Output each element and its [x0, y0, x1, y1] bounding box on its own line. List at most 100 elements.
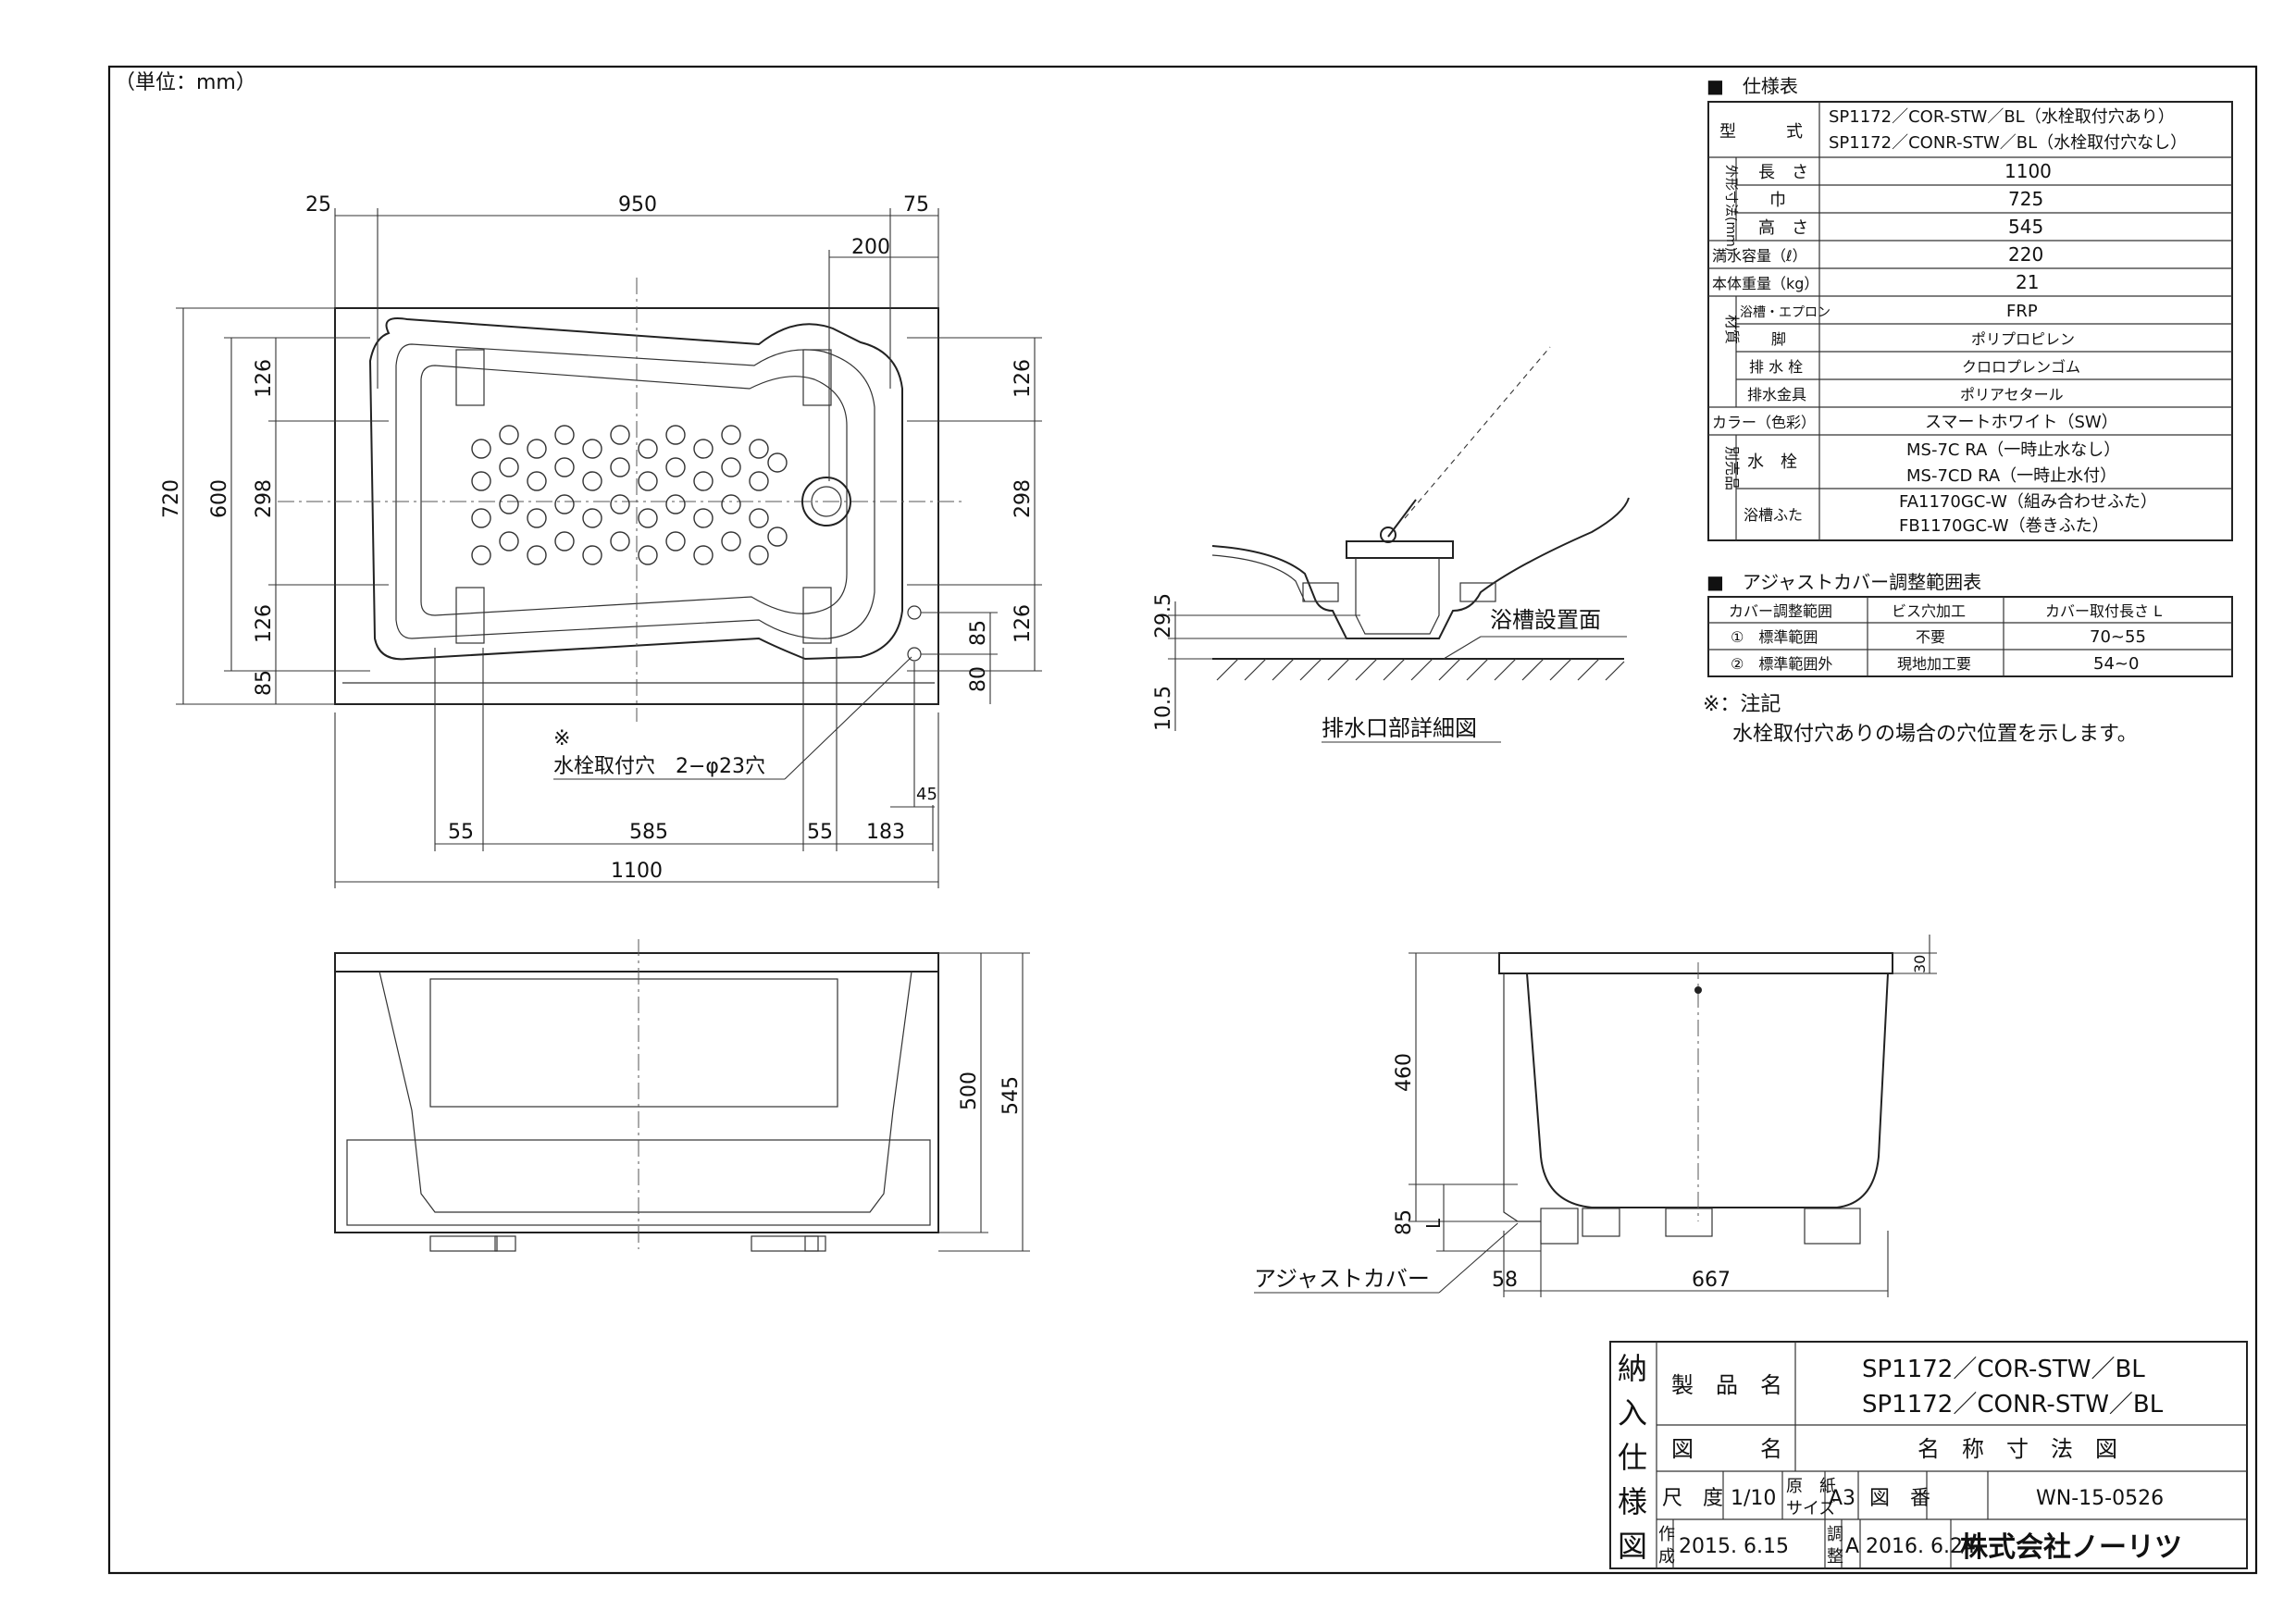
dim-left-600: 600	[208, 479, 231, 518]
adjust-table: ■ アジャストカバー調整範囲表 カバー調整範囲 ビス穴加工 カバー取付長さ L …	[1703, 571, 2233, 746]
adjust-cover-label: アジャストカバー	[1254, 1266, 1430, 1292]
tb-vertical-1: 納	[1618, 1351, 1647, 1386]
spec-mat-tub-value: FRP	[2006, 302, 2038, 321]
dim-left-720: 720	[160, 479, 183, 518]
spec-mat-plug-value: クロロプレンゴム	[1962, 358, 2080, 376]
tb-adj-value: 2016. 6.24	[1866, 1535, 1976, 1558]
tb-vertical-5: 図	[1618, 1529, 1647, 1564]
hole-label: 水栓取付穴 2−φ23穴	[553, 755, 765, 778]
tb-drawing-label: 図 名	[1671, 1436, 1782, 1462]
note-title: ※：注記	[1703, 693, 1781, 716]
spec-outer-label: 外形寸法(mm)	[1723, 165, 1738, 252]
tb-product-2: SP1172／CONR-STW／BL	[1862, 1391, 2164, 1419]
spec-faucet-2: MS-7CD RA（一時止水付）	[1906, 466, 2116, 486]
dim-right-80: 80	[967, 666, 990, 692]
spec-model-2: SP1172／CONR-STW／BL（水栓取付穴なし）	[1829, 133, 2187, 153]
tb-scale-label: 尺 度	[1662, 1487, 1723, 1510]
dim-bottom-55a: 55	[448, 821, 474, 844]
spec-model-label: 型 式	[1719, 122, 1803, 142]
detail-dim-29-5: 29.5	[1152, 593, 1175, 638]
tb-adj-label-1: 調	[1827, 1525, 1843, 1544]
adjust-row2-length: 54~0	[2093, 654, 2139, 674]
side-dim-58: 58	[1492, 1269, 1518, 1292]
adjust-row2-screw: 現地加工要	[1897, 655, 1971, 673]
dim-top-950: 950	[618, 193, 657, 217]
spec-capacity-label: 満水容量（ℓ）	[1712, 247, 1807, 265]
spec-color-value: スマートホワイト（SW）	[1925, 413, 2118, 432]
detail-dim-10-5: 10.5	[1152, 686, 1175, 731]
dim-top-75: 75	[903, 193, 929, 217]
spec-mat-drain-label: 排水金具	[1747, 386, 1806, 403]
spec-faucet-1: MS-7C RA（一時止水なし）	[1906, 440, 2120, 460]
plan-view: 25 950 75 200 720 600 126 298 126 85 126…	[160, 193, 1042, 888]
spec-mat-plug-label: 排 水 栓	[1749, 358, 1803, 376]
spec-table: ■ 仕様表 型 式 SP1172／COR-STW／BL（水栓取付穴あり） SP1…	[1706, 75, 2233, 541]
sheet-frame	[107, 65, 2258, 1575]
tb-made-value: 2015. 6.15	[1679, 1535, 1789, 1558]
dim-overall-1100: 1100	[611, 860, 663, 883]
dim-left-298: 298	[253, 479, 276, 518]
detail-title: 排水口部詳細図	[1322, 715, 1477, 741]
spec-color-label: カラー（色彩）	[1712, 414, 1816, 431]
spec-height-value: 545	[2008, 216, 2043, 238]
adjust-row1-length: 70~55	[2090, 627, 2146, 647]
tb-drawing-value: 名 称 寸 法 図	[1917, 1436, 2117, 1462]
spec-model-1: SP1172／COR-STW／BL（水栓取付穴あり）	[1829, 107, 2175, 127]
spec-mat-tub-label: 浴槽・エプロン	[1740, 305, 1831, 320]
front-dim-545: 545	[999, 1076, 1023, 1115]
front-view: 500 545	[334, 939, 1030, 1252]
spec-faucet-label: 水 栓	[1747, 452, 1797, 472]
spec-sold-label: 別売品	[1723, 446, 1741, 490]
adjust-row1-screw: 不要	[1916, 628, 1945, 646]
dim-left-85: 85	[253, 670, 276, 696]
spec-length-label: 長 さ	[1758, 163, 1808, 182]
tb-adj-mark: A	[1845, 1535, 1859, 1558]
dim-right-85: 85	[967, 620, 990, 646]
dim-left-126b: 126	[253, 604, 276, 643]
adjust-row2-range: ② 標準範囲外	[1731, 655, 1832, 673]
spec-width-value: 725	[2008, 188, 2043, 210]
adjust-row1-range: ① 標準範囲	[1731, 628, 1818, 646]
dim-top-25: 25	[305, 193, 331, 217]
side-dim-85: 85	[1393, 1209, 1416, 1235]
dim-right-298: 298	[1011, 479, 1035, 518]
spec-capacity-value: 220	[2008, 243, 2043, 266]
tb-paper-label-2: サイズ	[1786, 1499, 1835, 1518]
company-logo: 株式会社ノーリツ	[1960, 1531, 2182, 1564]
spec-cover-2: FB1170GC-W（巻きふた）	[1899, 516, 2109, 536]
spec-height-label: 高 さ	[1758, 218, 1808, 238]
dim-top-200: 200	[851, 236, 890, 259]
dim-right-126b: 126	[1011, 604, 1035, 643]
dim-bottom-183: 183	[866, 821, 905, 844]
side-dim-667: 667	[1692, 1269, 1731, 1292]
adjust-header-screw: ビス穴加工	[1892, 602, 1966, 620]
side-dim-30: 30	[1911, 955, 1929, 973]
anti-slip-dots	[471, 425, 788, 565]
front-dim-500: 500	[958, 1072, 981, 1110]
unit-label: （単位：mm）	[115, 71, 256, 94]
tb-product-label: 製 品 名	[1671, 1372, 1782, 1398]
spec-mat-leg-value: ポリプロピレン	[1971, 330, 2075, 348]
adjust-header-length: カバー取付長さ L	[2045, 602, 2162, 620]
side-view: 460 85 L 30 58 667 アジャストカバー	[1254, 935, 1937, 1297]
floor-label: 浴槽設置面	[1490, 607, 1601, 633]
spec-length-value: 1100	[2004, 160, 2052, 182]
drain-hole	[801, 477, 851, 527]
tb-paper-label-1: 原 紙	[1786, 1477, 1836, 1496]
spec-weight-value: 21	[2016, 271, 2039, 293]
spec-heading: ■ 仕様表	[1706, 75, 1798, 97]
dim-left-126a: 126	[253, 359, 276, 398]
tub-inner-rim	[368, 317, 903, 661]
tb-vertical-4: 様	[1618, 1484, 1647, 1519]
dim-hole-45: 45	[916, 785, 937, 804]
hole-mark: ※	[553, 727, 570, 750]
title-block: 納 入 仕 様 図 製 品 名 SP1172／COR-STW／BL SP1172…	[1609, 1341, 2248, 1569]
side-dim-L: L	[1422, 1218, 1445, 1229]
tb-product-1: SP1172／COR-STW／BL	[1862, 1356, 2145, 1383]
dim-bottom-585: 585	[629, 821, 668, 844]
note-text: 水栓取付穴ありの場合の穴位置を示します。	[1732, 723, 2138, 746]
tb-number-label: 図 番	[1869, 1487, 1930, 1510]
adjust-heading: ■ アジャストカバー調整範囲表	[1706, 571, 1981, 593]
tb-adj-label-2: 整	[1827, 1547, 1843, 1567]
